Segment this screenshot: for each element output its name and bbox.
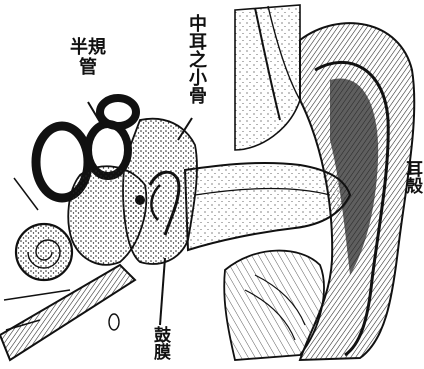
small-oval-mark: [109, 314, 119, 330]
cochlea: [16, 224, 72, 280]
eardrum-pointer: [160, 258, 165, 325]
canal-loop-1-inner: [44, 134, 80, 190]
auditory-tube: [0, 265, 135, 360]
pointer-line-left-2: [14, 178, 38, 210]
lower-structure: [224, 251, 324, 360]
label-ossicles: 中耳之小骨: [186, 14, 206, 104]
label-pinna: 耳殼: [402, 160, 421, 194]
ossicle-stapes: [135, 195, 145, 205]
pointer-line-left-1: [4, 290, 70, 300]
canal-loop-3: [100, 98, 136, 126]
temporal-bone: [235, 5, 300, 150]
label-semicircular-canals: 半規管: [66, 38, 110, 78]
label-eardrum: 鼓膜: [150, 326, 169, 360]
ear-canal: [185, 163, 350, 250]
